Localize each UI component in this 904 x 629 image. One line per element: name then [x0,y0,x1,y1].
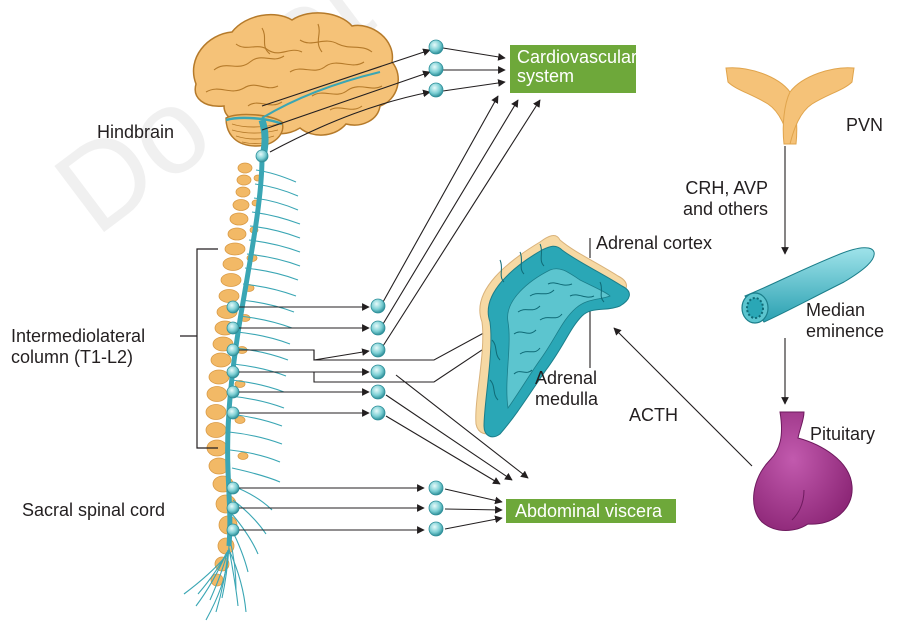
label-median-eminence-line1: Median [806,300,884,321]
label-intermediolateral-line2: column (T1-L2) [11,347,145,368]
label-intermediolateral: Intermediolateral column (T1-L2) [11,326,145,368]
label-median-eminence: Median eminence [806,300,884,342]
label-crh-avp: CRH, AVP and others [683,178,768,220]
label-crh-avp-line1: CRH, AVP [683,178,768,199]
brain [194,13,399,160]
label-pvn: PVN [846,115,883,136]
abdominal-viscera-box: Abdominal viscera [506,499,676,523]
label-adrenal-cortex: Adrenal cortex [596,233,712,254]
label-adrenal-medulla-line1: Adrenal [535,368,598,389]
label-median-eminence-line2: eminence [806,321,884,342]
label-adrenal-medulla-line2: medulla [535,389,598,410]
label-adrenal-medulla: Adrenal medulla [535,368,598,410]
ganglia [371,40,443,536]
cardiovascular-box-line1: Cardiovascular [517,48,636,67]
label-intermediolateral-line1: Intermediolateral [11,326,145,347]
label-crh-avp-line2: and others [683,199,768,220]
label-pituitary: Pituitary [810,424,875,445]
label-hindbrain: Hindbrain [97,122,174,143]
pvn-shape [726,68,854,144]
label-sacral-spinal-cord: Sacral spinal cord [22,500,165,521]
brain-cerebrum [194,13,399,135]
cardiovascular-system-box: Cardiovascular system [510,45,636,93]
cardiovascular-box-line2: system [517,67,636,86]
label-acth: ACTH [629,405,678,426]
